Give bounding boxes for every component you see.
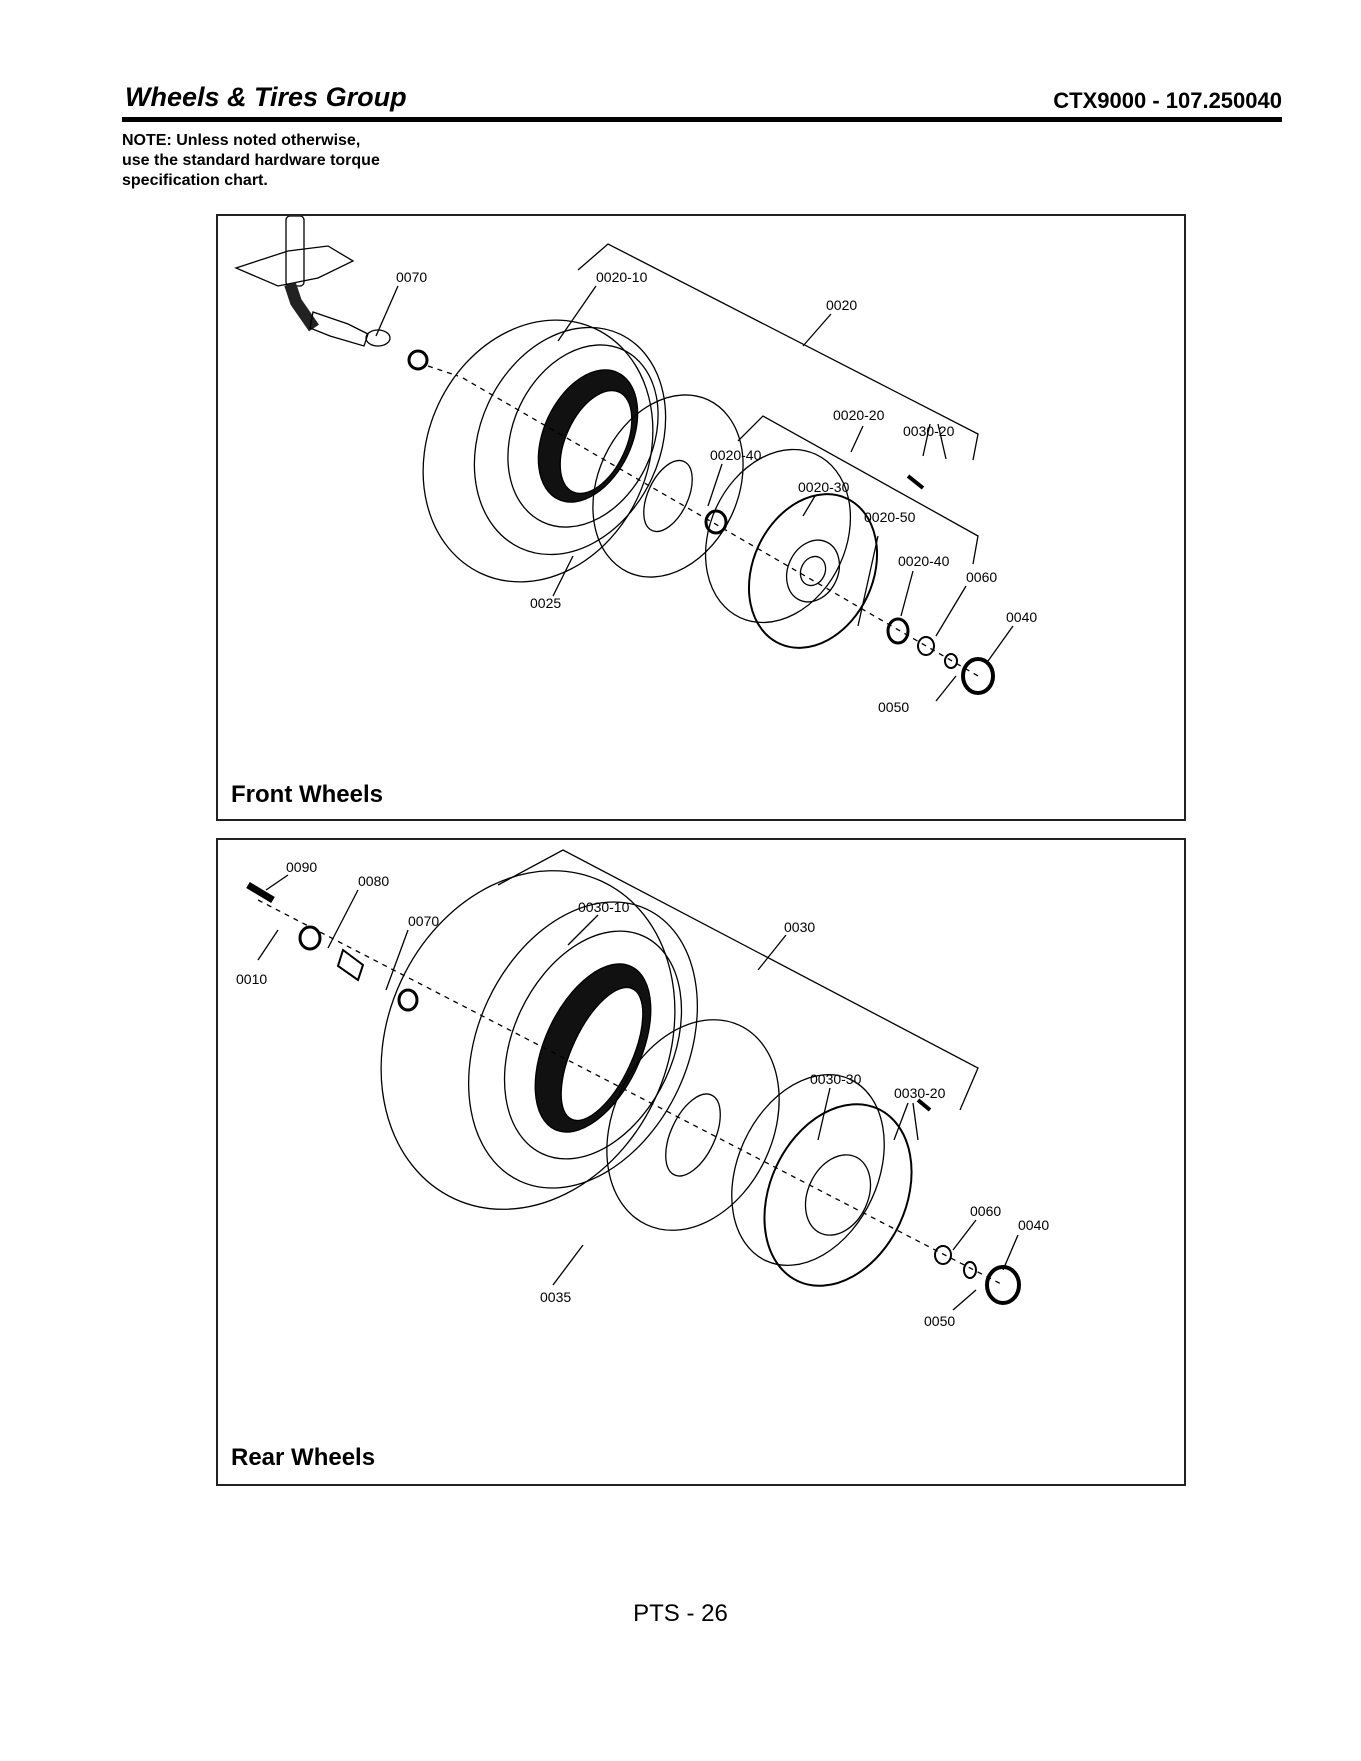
front-wheels-panel: 0070 0020-10 0020 0020-20 0030-20 0020-4… <box>216 214 1186 821</box>
callout-0025: 0025 <box>530 595 561 611</box>
callout-0060: 0060 <box>970 1203 1001 1219</box>
front-tube <box>592 394 744 578</box>
rear-wheels-label: Rear Wheels <box>231 1444 376 1471</box>
front-e-clip <box>944 653 958 669</box>
page-title: Wheels & Tires Group <box>125 82 407 112</box>
rear-washer-0060 <box>934 1245 952 1265</box>
rear-washer-0010 <box>298 925 322 951</box>
callout-0050: 0050 <box>878 699 909 715</box>
rear-tire <box>380 870 698 1210</box>
rear-spacer-0080 <box>336 948 365 982</box>
front-bearing-0020-40 <box>704 509 728 535</box>
front-rim <box>704 448 879 649</box>
callout-0020-40a: 0020-40 <box>710 447 762 463</box>
callout-0020-30: 0020-30 <box>798 479 850 495</box>
torque-note: NOTE: Unless noted otherwise, use the st… <box>122 131 452 191</box>
rear-hub-cap <box>985 1265 1021 1305</box>
front-tire <box>422 319 667 583</box>
front-washer-0070 <box>407 349 429 371</box>
callout-0030-30: 0030-30 <box>810 1071 862 1087</box>
callout-0060: 0060 <box>966 569 997 585</box>
rear-pin-0090 <box>246 881 275 904</box>
header-rule <box>122 117 1282 122</box>
callout-0040: 0040 <box>1006 609 1037 625</box>
front-valve-stem <box>906 474 925 490</box>
note-line-3: specification chart. <box>122 172 268 189</box>
callout-0020-40b: 0020-40 <box>898 553 950 569</box>
page-number: PTS - 26 <box>633 1600 728 1627</box>
callout-0080: 0080 <box>358 873 389 889</box>
note-line-1: NOTE: Unless noted otherwise, <box>122 132 361 149</box>
callout-0020-20: 0020-20 <box>833 407 885 423</box>
rear-valve-stem <box>916 1098 932 1112</box>
rear-washer-0070 <box>397 988 419 1012</box>
note-line-2: use the standard hardware torque <box>122 152 380 169</box>
rear-wheels-panel: 0090 0080 0070 0010 0030-10 0030 0030-30… <box>216 838 1186 1486</box>
callout-0030-20: 0030-20 <box>903 423 955 439</box>
front-hub-cap <box>961 657 995 695</box>
callout-0035: 0035 <box>540 1289 571 1305</box>
callout-0020-50: 0020-50 <box>864 509 916 525</box>
callout-0030-10: 0030-10 <box>578 899 630 915</box>
rear-tube <box>606 1019 780 1231</box>
callout-0070: 0070 <box>408 913 439 929</box>
callout-0050: 0050 <box>924 1313 955 1329</box>
callout-0020-10: 0020-10 <box>596 269 648 285</box>
front-washer-0060 <box>917 636 935 656</box>
rear-rim <box>731 1074 913 1287</box>
callout-0020: 0020 <box>826 297 857 313</box>
callout-0040: 0040 <box>1018 1217 1049 1233</box>
model-number: CTX9000 - 107.250040 <box>1053 88 1282 113</box>
rear-e-clip <box>963 1261 977 1279</box>
callout-0010: 0010 <box>236 971 267 987</box>
callout-0090: 0090 <box>286 859 317 875</box>
rear-wheels-diagram: 0090 0080 0070 0010 0030-10 0030 0030-30… <box>236 849 1049 1329</box>
front-spindle <box>234 216 391 347</box>
front-bushing <box>886 617 910 645</box>
callout-0070: 0070 <box>396 269 427 285</box>
callout-0030: 0030 <box>784 919 815 935</box>
front-wheels-diagram: 0070 0020-10 0020 0020-20 0030-20 0020-4… <box>234 216 1037 715</box>
callout-0030-20: 0030-20 <box>894 1085 946 1101</box>
front-wheels-label: Front Wheels <box>231 781 384 808</box>
